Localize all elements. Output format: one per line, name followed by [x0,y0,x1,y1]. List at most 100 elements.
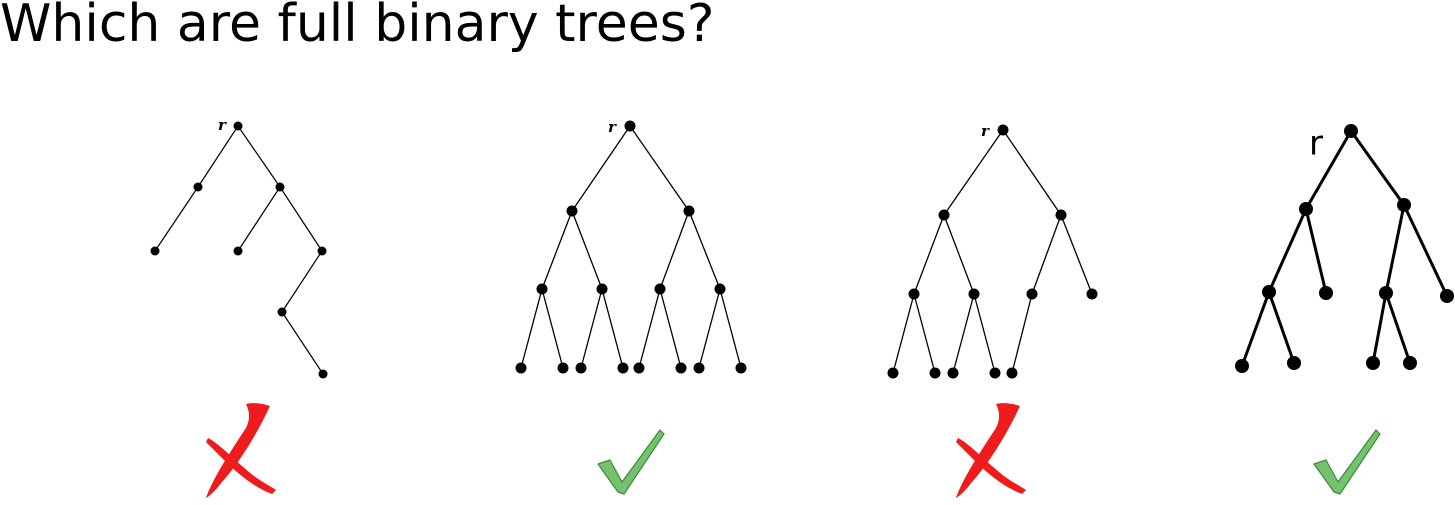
tree-edge [943,214,975,295]
slide-title: Which are full binary trees? [0,0,715,54]
root-node [1344,124,1358,138]
tree-node [318,369,328,379]
tree-node [317,246,327,256]
tree-edge [541,210,573,290]
tree-edge [601,288,624,369]
tree-node [1299,202,1313,216]
tree-node [193,182,203,192]
tree-node [633,362,645,374]
cross-icon [206,403,276,498]
tree-node [277,307,287,317]
tree-edge [154,186,199,252]
root-node [997,124,1009,136]
root-node [233,121,243,131]
tree-edge [659,288,682,369]
tree-edge [913,214,945,295]
tree-edge [952,293,975,374]
tree-edge [1002,129,1062,216]
tree-edge [1384,292,1412,364]
tree-edge [281,311,324,375]
tree-edge [719,288,742,369]
tree-edge [1384,204,1406,294]
tree-edge [520,288,543,369]
tree-edge [571,125,631,212]
tree-node [150,246,160,256]
tree-edge [913,293,936,374]
tree-edge [1240,291,1271,367]
tree-edge [237,125,281,188]
tree-edge [973,293,996,374]
tree-node [693,362,705,374]
root-node [624,120,636,132]
tree-node [557,362,569,374]
tree-node [1366,356,1380,370]
tree-edge [1060,214,1093,295]
tree-node [887,367,899,379]
check-icon [1313,429,1381,495]
tree-node [1397,198,1411,212]
tree-edge [1349,130,1406,206]
tree-node [233,246,243,256]
root-label: r [1309,124,1323,164]
tree-node [617,362,629,374]
tree-edge [1011,293,1033,374]
tree-node [675,362,687,374]
tree-edge [1304,130,1353,210]
tree-node [1262,285,1276,299]
tree-node [566,205,578,217]
tree-node [1055,209,1067,221]
tree-node [536,283,548,295]
tree-node [1379,286,1393,300]
tree-edge [1371,292,1388,364]
tree-node [989,367,1001,379]
cross-icon [956,403,1026,498]
tree-edge [571,210,603,290]
tree-edge [281,250,323,313]
tree-edge [892,293,915,374]
tree-node [714,283,726,295]
tree-edge [197,125,239,188]
tree-4: r [1235,124,1454,373]
tree-3: r [887,122,1098,379]
tree-node [968,288,980,300]
tree-node [654,283,666,295]
tree-node [1235,359,1249,373]
tree-node [575,362,587,374]
tree-edge [1267,291,1296,364]
tree-node [929,367,941,379]
tree-node [1287,356,1301,370]
tree-1: r [150,116,328,379]
tree-edge [629,125,690,212]
root-label: r [608,118,617,136]
tree-edge [237,186,281,252]
tree-edge [1267,208,1308,293]
tree-edge [698,288,721,369]
tree-node [1006,367,1018,379]
root-label: r [218,116,227,134]
tree-node [596,283,608,295]
tree-node [275,182,285,192]
tree-node [1403,356,1417,370]
tree-edge [1031,214,1062,295]
tree-node [947,367,959,379]
tree-node [1086,288,1098,300]
tree-node [735,362,747,374]
tree-node [515,362,527,374]
tree-edge [943,129,1004,216]
tree-node [908,288,920,300]
tree-node [1026,288,1038,300]
check-icon [597,429,665,495]
tree-node [938,209,950,221]
tree-edge [1304,208,1328,294]
tree-node [1440,289,1454,303]
tree-edge [279,186,323,252]
tree-node [683,205,695,217]
tree-edge [659,210,690,290]
tree-2: r [515,118,747,374]
tree-edge [541,288,564,369]
root-label: r [981,122,990,140]
tree-edge [638,288,661,369]
tree-edge [1402,204,1449,297]
tree-node [1319,286,1333,300]
